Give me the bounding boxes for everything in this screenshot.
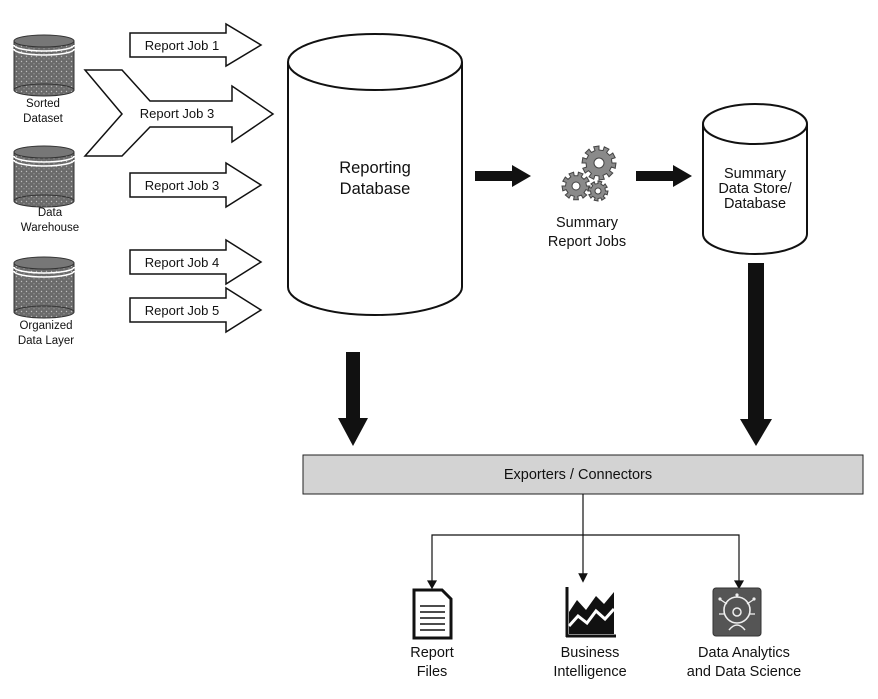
output-business-intelligence: Business Intelligence <box>553 587 627 680</box>
database-icon <box>13 145 75 208</box>
source-sorted-dataset: Sorted Dataset <box>13 34 75 125</box>
flow-arrow <box>338 352 368 446</box>
report-job-merge-arrow: Report Job 3 <box>83 69 275 157</box>
report-job-label: Report Job 4 <box>145 255 219 270</box>
report-job-label: Report Job 5 <box>145 303 219 318</box>
connector-lines <box>426 494 745 590</box>
summary-data-store: Summary Data Store/ Database <box>702 103 808 255</box>
source-label-line2: Data Layer <box>18 335 74 347</box>
summary-jobs-label-line1: Summary <box>556 215 619 231</box>
output-label-line2: and Data Science <box>687 664 801 680</box>
database-icon <box>13 34 75 97</box>
reporting-database: Reporting Database <box>287 33 463 316</box>
source-label-line1: Organized <box>19 320 72 332</box>
gear-hole <box>594 187 602 195</box>
database-icon <box>13 256 75 319</box>
report-job-arrow: Report Job 1 <box>129 22 263 68</box>
output-label-line1: Report <box>410 645 454 661</box>
gear-hole <box>571 181 581 191</box>
summary-store-label-line3: Database <box>724 196 786 212</box>
output-label-line1: Business <box>561 645 620 661</box>
reporting-db-label-line1: Reporting <box>339 159 411 177</box>
output-label-line2: Files <box>417 664 448 680</box>
chart-icon <box>565 587 616 638</box>
ai-brain-icon <box>712 587 762 637</box>
gear-hole <box>593 157 605 169</box>
report-job-label: Report Job 3 <box>140 106 214 121</box>
flow-arrow <box>475 165 531 187</box>
report-job-arrow: Report Job 4 <box>129 238 263 286</box>
output-report-files: Report Files <box>410 588 454 680</box>
gears-icon <box>561 145 617 202</box>
document-icon <box>412 588 453 640</box>
source-organized-data-layer: Organized Data Layer <box>13 256 75 347</box>
exporters-connectors-bar: Exporters / Connectors <box>302 454 864 495</box>
summary-store-label-line2: Data Store/ <box>718 181 792 197</box>
reporting-db-label-line2: Database <box>340 180 411 198</box>
output-label-line2: Intelligence <box>553 664 626 680</box>
flow-arrow <box>740 263 772 446</box>
summary-jobs-label-line2: Report Jobs <box>548 234 626 250</box>
report-job-arrow: Report Job 3 <box>129 161 263 209</box>
exporters-label: Exporters / Connectors <box>504 467 652 483</box>
report-job-label: Report Job 1 <box>145 38 219 53</box>
source-label-line1: Data <box>38 207 63 219</box>
output-label-line1: Data Analytics <box>698 645 790 661</box>
output-data-analytics: Data Analytics and Data Science <box>687 587 801 680</box>
report-job-arrow: Report Job 5 <box>129 286 263 334</box>
summary-report-jobs: Summary Report Jobs <box>548 145 626 250</box>
source-label-line2: Dataset <box>23 113 63 125</box>
source-data-warehouse: Data Warehouse <box>13 145 79 234</box>
report-job-label: Report Job 3 <box>145 178 219 193</box>
source-label-line2: Warehouse <box>21 222 79 234</box>
flow-arrow <box>636 165 692 187</box>
source-label-line1: Sorted <box>26 98 60 110</box>
summary-store-label-line1: Summary <box>724 166 787 182</box>
